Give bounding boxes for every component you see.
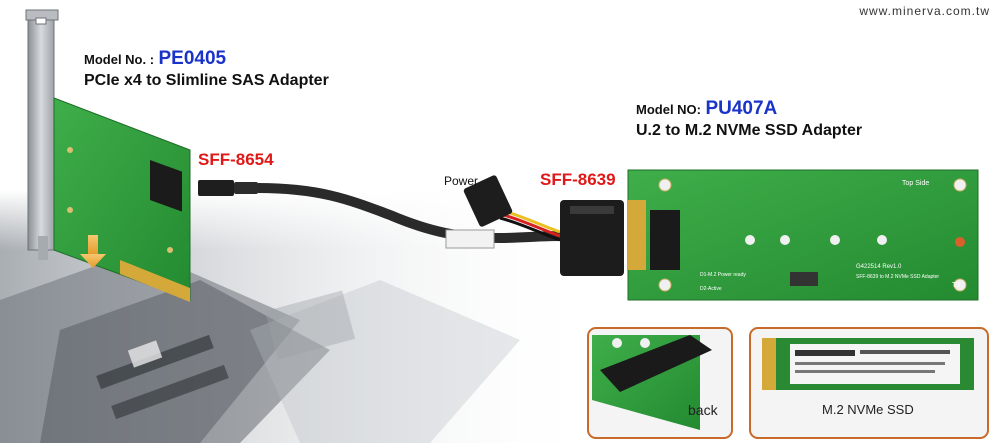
sff-8639-label: SFF-8639 <box>540 170 616 189</box>
back-inset <box>587 327 733 439</box>
board-top-side: Top Side <box>902 180 930 187</box>
left-product-description: PCIe x4 to Slimline SAS Adapter <box>84 72 329 89</box>
right-model-line: Model NO: PU407A <box>636 98 777 120</box>
left-model-code: PE0405 <box>158 48 227 69</box>
left-model-label: Model No. : <box>84 52 155 67</box>
sff-8639-connector <box>560 200 624 276</box>
sff-8654-label: SFF-8654 <box>198 150 274 169</box>
pcie-bracket <box>25 9 59 260</box>
sff-8654-plug <box>198 180 258 196</box>
back-label: back <box>688 402 718 418</box>
right-product-description: U.2 to M.2 NVMe SSD Adapter <box>636 122 863 139</box>
power-cable <box>463 175 561 242</box>
ssd-label: M.2 NVMe SSD <box>822 402 914 417</box>
ssd-inset <box>749 327 989 439</box>
board-t3: T3 <box>952 282 961 289</box>
sas-cable <box>257 183 561 244</box>
board-led-power: D1-M.2 Power ready <box>700 272 746 278</box>
board-rev: G422514 Rev1.0 <box>856 264 902 270</box>
right-model-label: Model NO: <box>636 102 701 117</box>
u2-m2-adapter-board <box>627 169 979 301</box>
cable-tag <box>445 229 495 249</box>
left-model-line: Model No. : PE0405 <box>84 48 226 70</box>
board-desc: SFF-8639 to M.2 NVMe SSD Adapter <box>856 274 940 280</box>
board-led-active: D2-Active <box>700 286 722 292</box>
site-url[interactable]: www.minerva.com.tw <box>859 4 990 18</box>
insert-arrow <box>80 235 106 268</box>
right-model-code: PU407A <box>705 98 778 119</box>
power-label: Power <box>444 174 479 188</box>
